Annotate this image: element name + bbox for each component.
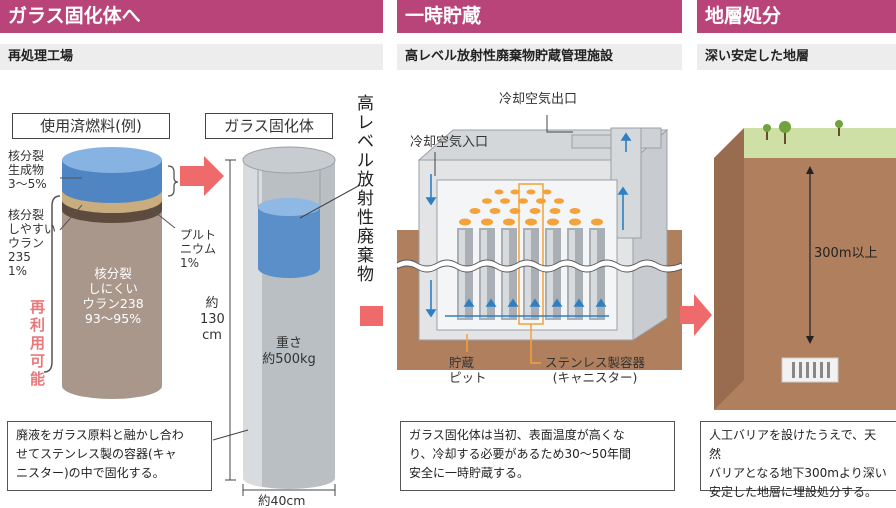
section-header-geo: 地層処分 <box>697 0 896 33</box>
fissile-uranium-label: 核分裂 しやすい ウラン 235 1% <box>8 208 56 278</box>
geo-illustration <box>714 120 896 410</box>
airflow-arrows <box>425 132 632 318</box>
stored-canisters <box>457 228 605 320</box>
glass-note: 廃液をガラス原料と融かし合わ せてステンレス製の容器(キャ ニスター)の中で固化… <box>7 421 212 491</box>
glass-canister-cylinder <box>242 146 336 489</box>
weight-label: 重さ 約500kg <box>262 336 316 367</box>
reuse-bracket <box>43 195 61 373</box>
geo-note: 人工バリアを設けたうえで、天然 バリアとなる地下300mより深い 安定した地層に… <box>700 421 896 499</box>
hlw-vertical-label: 高レベル放射性廃棄物 <box>357 94 374 285</box>
canister-label: ステンレス製容器 (キャニスター) <box>545 355 646 385</box>
plutonium-label: プルト ニウム 1% <box>180 228 217 270</box>
fission-bracket <box>167 165 179 197</box>
cooling-air-inlet-label: 冷却空気入口 <box>410 135 489 150</box>
section-header-storage: 一時貯蔵 <box>397 0 682 33</box>
width-label: 約40cm <box>258 493 306 508</box>
arrow-storage-to-geo <box>680 294 712 336</box>
section-subtitle-geo: 深い安定した地層 <box>697 44 896 70</box>
cooling-air-outlet-label: 冷却空気出口 <box>499 92 578 107</box>
section-subtitle-storage: 高レベル放射性廃棄物貯蔵管理施設 <box>397 44 682 70</box>
arrow-glass-to-storage <box>360 306 383 326</box>
section-header-glass: ガラス固化体へ <box>0 0 383 33</box>
height-label: 約 130 cm <box>200 296 225 343</box>
storage-facility-illustration <box>397 115 682 370</box>
glass-section-illustration <box>43 146 383 496</box>
fission-products-label: 核分裂 生成物 3〜5% <box>8 149 47 191</box>
spent-fuel-cylinder <box>62 147 162 399</box>
spent-fuel-label: 使用済燃料(例) <box>12 113 170 139</box>
glass-body-label: ガラス固化体 <box>205 113 333 139</box>
section-subtitle-glass: 再処理工場 <box>0 44 383 70</box>
storage-pit-label: 貯蔵 ピット <box>449 355 487 385</box>
storage-note: ガラス固化体は当初、表面温度が高くな り、冷却する必要があるため30〜50年間 … <box>400 421 675 491</box>
non-fissile-uranium-label: 核分裂 しにくい ウラン238 93〜95% <box>82 266 144 326</box>
disposal-repository <box>781 357 839 383</box>
depth-label: 300m以上 <box>814 246 878 261</box>
trees <box>763 120 843 144</box>
reusable-label: 再利用可能 <box>30 298 46 388</box>
arrow-fuel-to-glass <box>180 156 224 196</box>
